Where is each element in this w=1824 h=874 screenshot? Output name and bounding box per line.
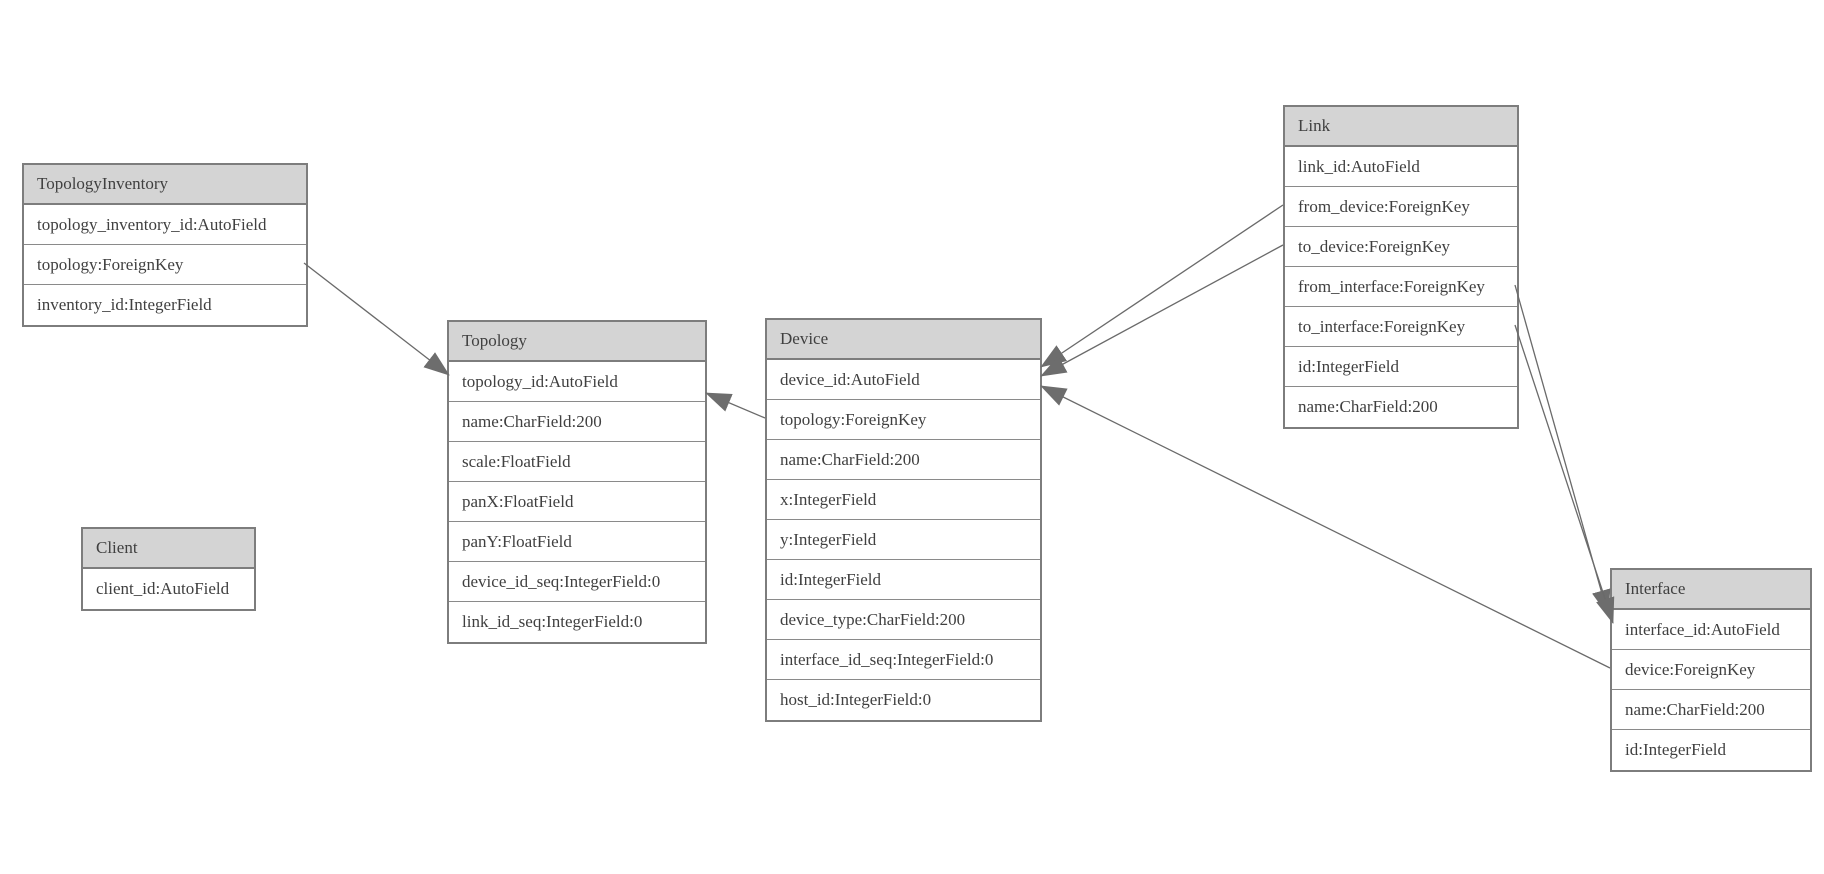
entity-link-field-to-interface: to_interface:ForeignKey	[1285, 307, 1517, 347]
entity-title-client: Client	[83, 529, 254, 569]
entity-client-field-client-id: client_id:AutoField	[83, 569, 254, 609]
entity-topology-inventory-field-topology-inventory-id: topology_inventory_id:AutoField	[24, 205, 306, 245]
entity-topology-field-device-id-seq: device_id_seq:IntegerField:0	[449, 562, 705, 602]
entity-topology-field-topology-id: topology_id:AutoField	[449, 362, 705, 402]
entity-topology-field-name: name:CharField:200	[449, 402, 705, 442]
entity-topology-inventory-field-inventory-id: inventory_id:IntegerField	[24, 285, 306, 325]
entity-device-field-device-id: device_id:AutoField	[767, 360, 1040, 400]
entity-device-field-device-type: device_type:CharField:200	[767, 600, 1040, 640]
entity-topology-field-scale: scale:FloatField	[449, 442, 705, 482]
entity-device-field-host-id: host_id:IntegerField:0	[767, 680, 1040, 720]
entity-interface-field-id: id:IntegerField	[1612, 730, 1810, 770]
entity-topology-field-link-id-seq: link_id_seq:IntegerField:0	[449, 602, 705, 642]
entity-link-field-to-device: to_device:ForeignKey	[1285, 227, 1517, 267]
entity-device-field-name: name:CharField:200	[767, 440, 1040, 480]
entity-interface-field-name: name:CharField:200	[1612, 690, 1810, 730]
entity-link-field-name: name:CharField:200	[1285, 387, 1517, 427]
entity-interface-field-interface-id: interface_id:AutoField	[1612, 610, 1810, 650]
entity-title-link: Link	[1285, 107, 1517, 147]
entity-device-field-topology: topology:ForeignKey	[767, 400, 1040, 440]
entity-title-topology-inventory: TopologyInventory	[24, 165, 306, 205]
entity-link-field-link-id: link_id:AutoField	[1285, 147, 1517, 187]
entity-interface-field-device: device:ForeignKey	[1612, 650, 1810, 690]
entity-device-field-interface-id-seq: interface_id_seq:IntegerField:0	[767, 640, 1040, 680]
entity-title-device: Device	[767, 320, 1040, 360]
entity-device-field-x: x:IntegerField	[767, 480, 1040, 520]
entity-link-field-id: id:IntegerField	[1285, 347, 1517, 387]
entity-topology-inventory-field-topology: topology:ForeignKey	[24, 245, 306, 285]
entity-device-field-y: y:IntegerField	[767, 520, 1040, 560]
entity-topology-field-pany: panY:FloatField	[449, 522, 705, 562]
entity-topology-field-panx: panX:FloatField	[449, 482, 705, 522]
entity-title-interface: Interface	[1612, 570, 1810, 610]
entity-device-field-id: id:IntegerField	[767, 560, 1040, 600]
entity-link-field-from-device: from_device:ForeignKey	[1285, 187, 1517, 227]
entity-title-topology: Topology	[449, 322, 705, 362]
entity-link-field-from-interface: from_interface:ForeignKey	[1285, 267, 1517, 307]
